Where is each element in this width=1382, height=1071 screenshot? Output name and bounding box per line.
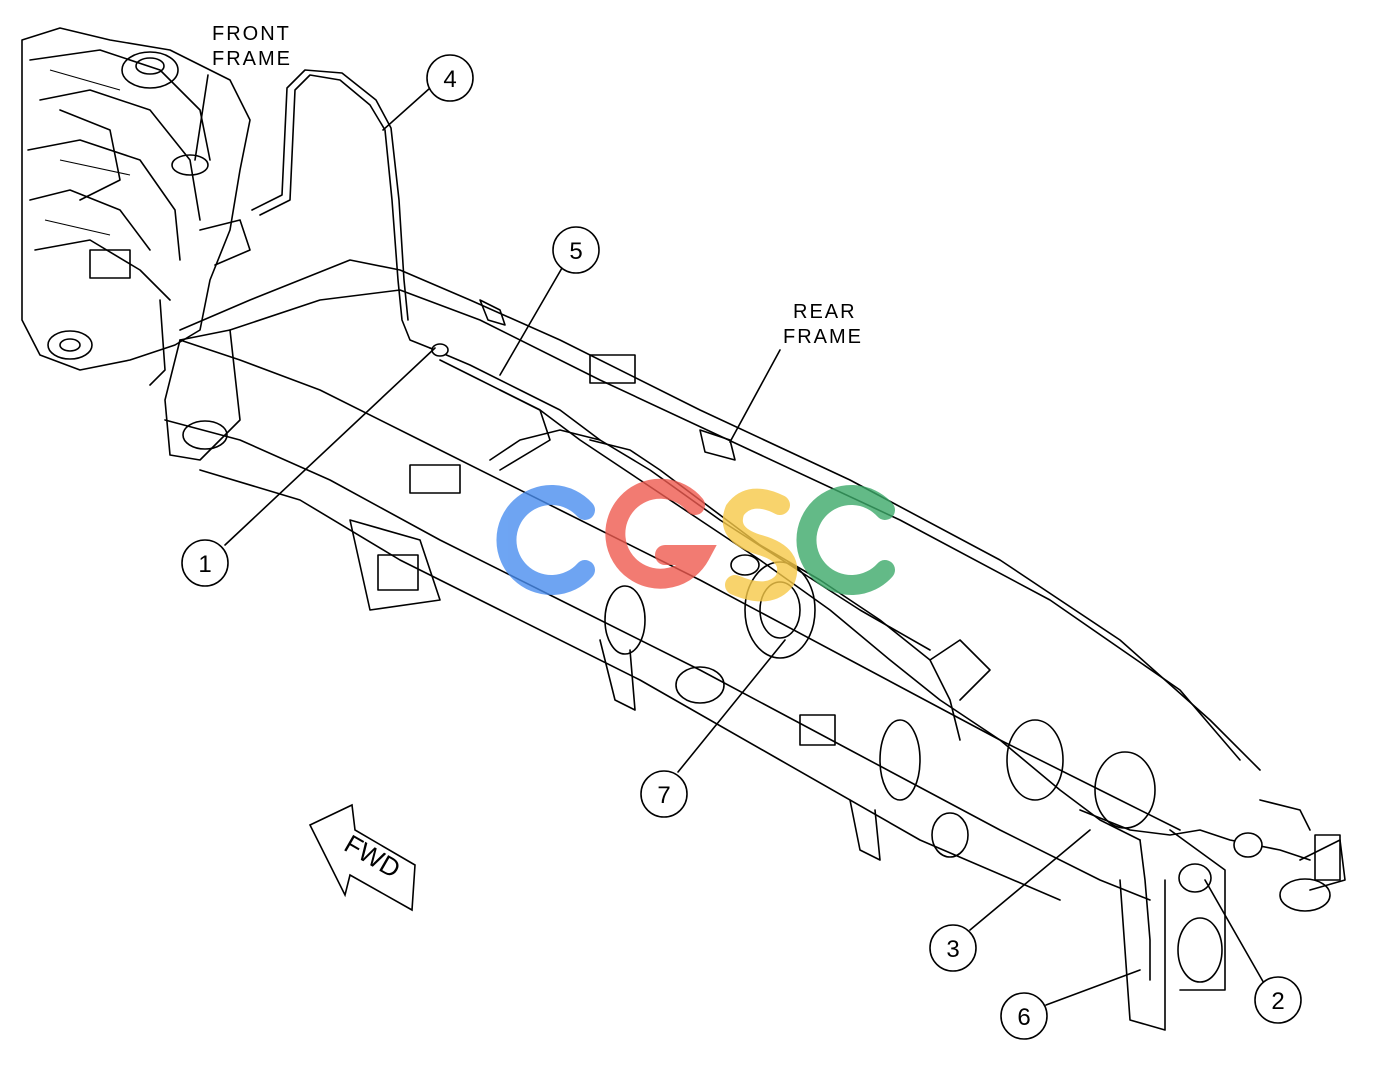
rear-frame-label-line2: FRAME [783, 326, 863, 348]
watermark [496, 478, 895, 602]
callout-3-number: 3 [946, 936, 959, 963]
front-frame-leader [194, 74, 209, 161]
watermark-letter-s [722, 488, 798, 602]
rear-frame [164, 259, 1346, 1031]
callout-2: 2 [1204, 879, 1302, 1024]
callout-2-number: 2 [1271, 988, 1284, 1015]
callout-4-number: 4 [443, 66, 456, 93]
callout-5-number: 5 [569, 238, 582, 265]
callout-7-number: 7 [657, 782, 670, 809]
callout-5: 5 [499, 226, 600, 376]
rear-frame-label-line1: REAR [793, 301, 857, 323]
watermark-letter-c2 [796, 485, 895, 595]
watermark-letter-c1 [496, 485, 595, 595]
front-frame-label-line2: FRAME [212, 48, 292, 70]
front-frame-label-line1: FRONT [212, 23, 291, 45]
callout-1-number: 1 [198, 551, 211, 578]
rear-frame-leader [729, 349, 781, 443]
watermark-letter-g [605, 478, 717, 589]
fwd-arrow: FWD [308, 803, 416, 912]
callout-7: 7 [640, 639, 786, 818]
callout-4: 4 [382, 54, 474, 131]
callout-1: 1 [181, 347, 436, 587]
front-frame [21, 27, 251, 386]
wiring-harness [251, 69, 1311, 981]
callout-6-number: 6 [1017, 1004, 1030, 1031]
callout-6: 6 [1000, 969, 1141, 1040]
callout-3: 3 [929, 829, 1091, 972]
